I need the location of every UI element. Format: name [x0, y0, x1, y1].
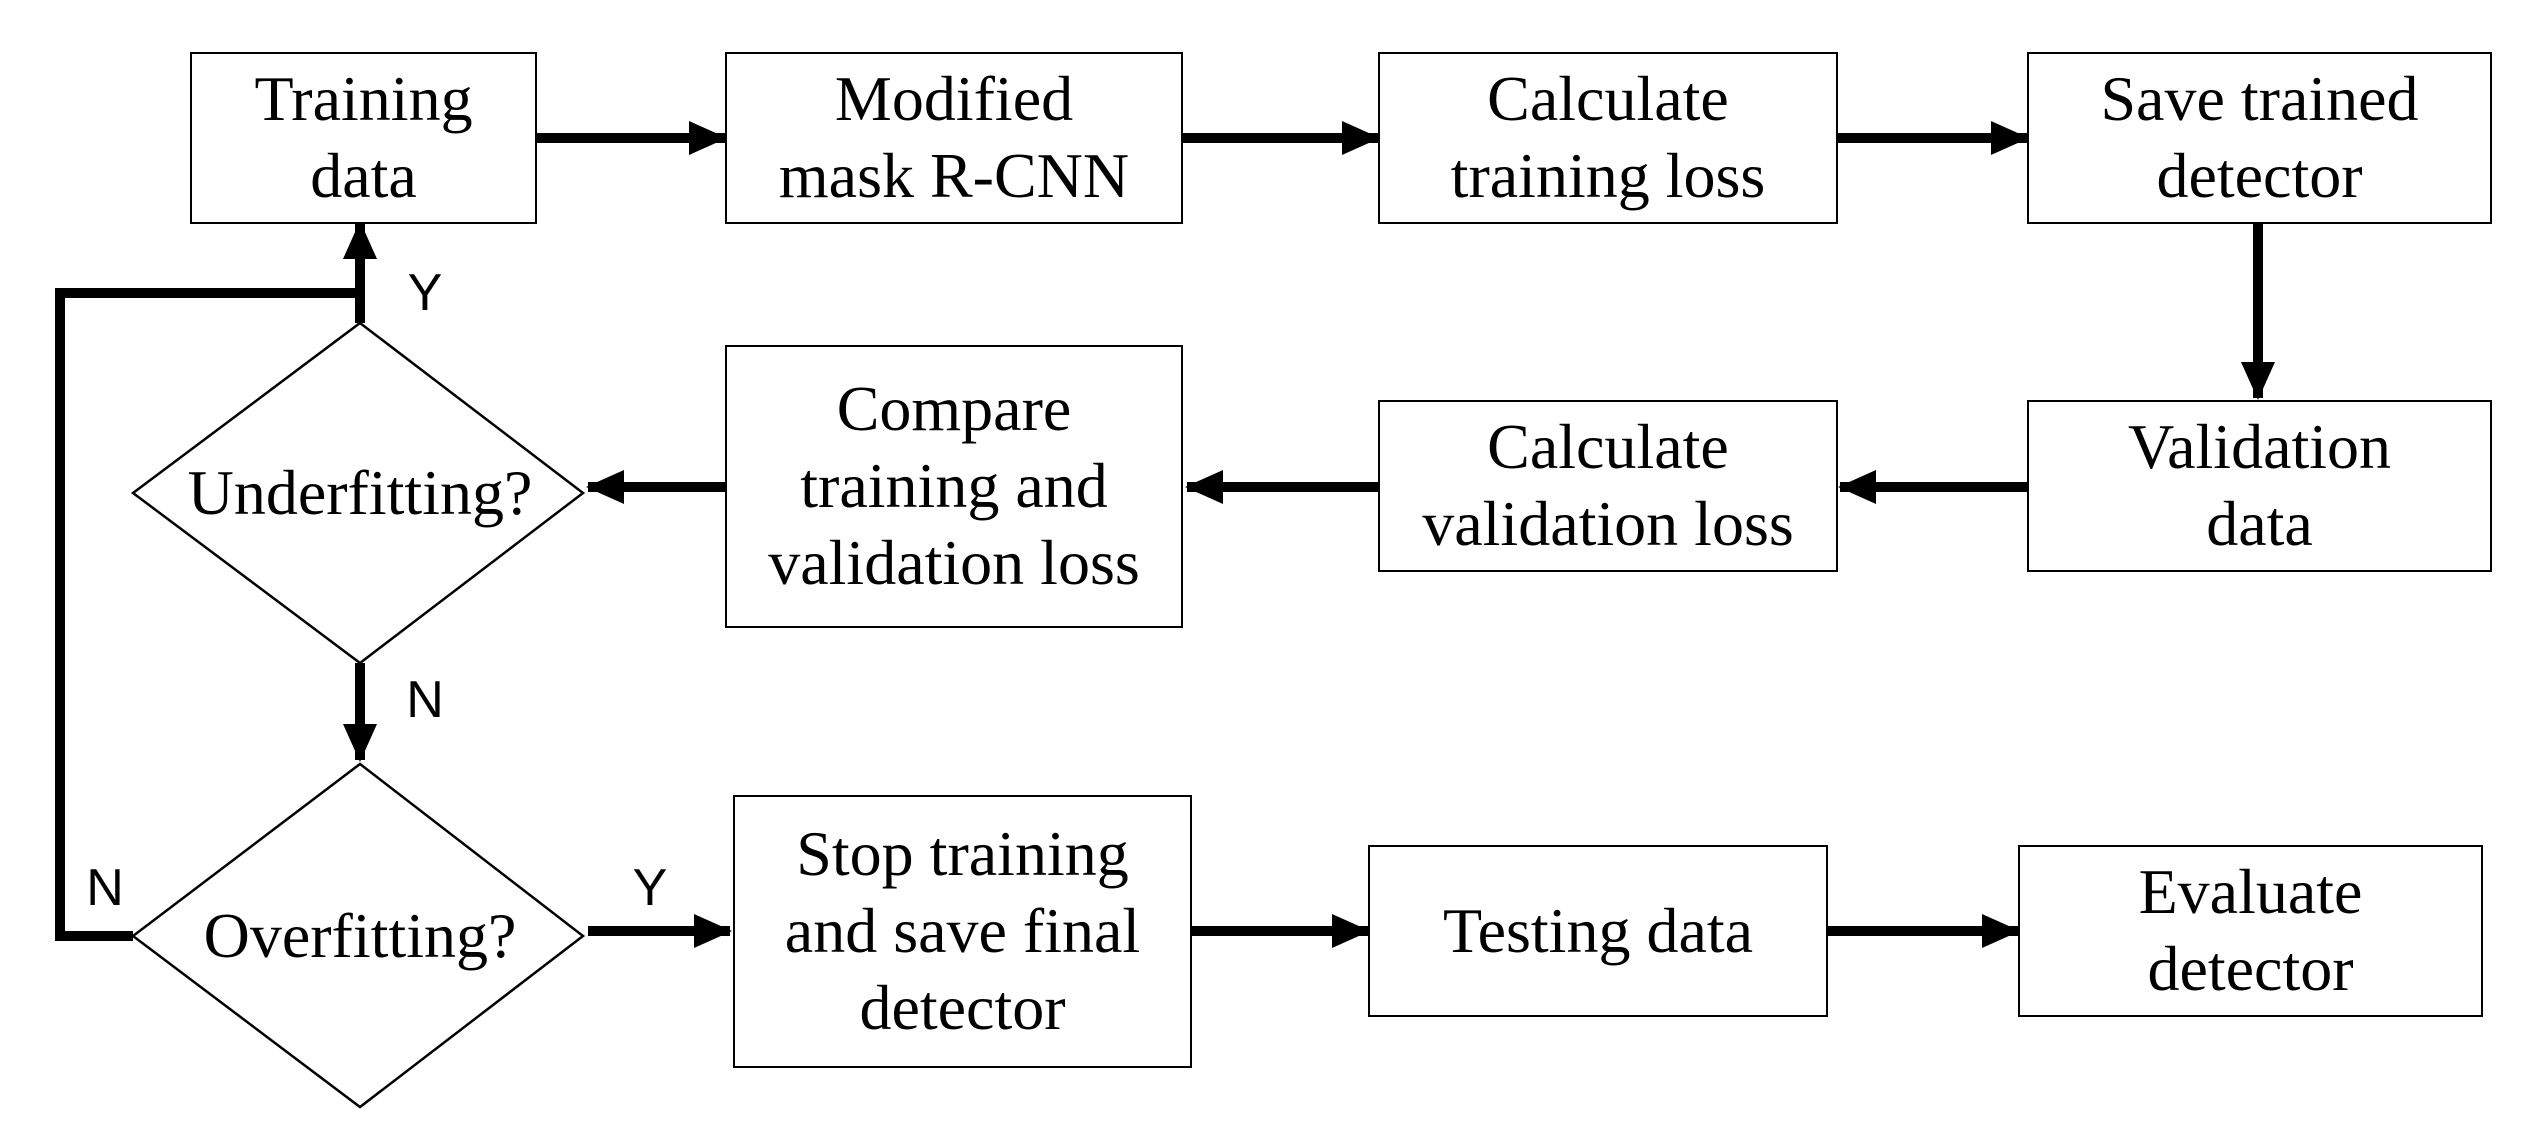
- validation-data-box: Validation data: [2027, 400, 2492, 572]
- calculate-training-loss-box: Calculate training loss: [1378, 52, 1838, 224]
- overfitting-diamond: [130, 762, 586, 1109]
- testing-data-label: Testing data: [1442, 894, 1754, 966]
- modified-mask-rcnn-box: Modified mask R-CNN: [725, 52, 1183, 224]
- calculate-validation-loss-label: Calculate validation loss: [1422, 411, 1794, 559]
- validation-data-label: Validation data: [2127, 411, 2392, 559]
- training-data-box: Training data: [190, 52, 537, 224]
- calculate-training-loss-label: Calculate training loss: [1450, 63, 1766, 211]
- compare-losses-box: Compare training and validation loss: [725, 345, 1183, 628]
- save-trained-detector-box: Save trained detector: [2027, 52, 2492, 224]
- underfit-no-label: N: [406, 671, 444, 729]
- stop-training-box: Stop training and save final detector: [733, 795, 1192, 1068]
- training-data-label: Training data: [254, 63, 473, 211]
- underfit-yes-label: Y: [407, 264, 443, 322]
- overfit-no-label: N: [86, 859, 124, 917]
- overfitting-label: Overfitting?: [203, 900, 517, 971]
- underfitting-label: Underfitting?: [187, 457, 533, 528]
- evaluate-detector-box: Evaluate detector: [2018, 845, 2483, 1017]
- evaluate-detector-label: Evaluate detector: [2138, 856, 2363, 1004]
- stop-training-label: Stop training and save final detector: [784, 818, 1141, 1043]
- calculate-validation-loss-box: Calculate validation loss: [1378, 400, 1838, 572]
- overfit-yes-label: Y: [632, 859, 668, 917]
- loop-overfit-no: [55, 288, 360, 941]
- modified-mask-rcnn-label: Modified mask R-CNN: [778, 63, 1130, 211]
- testing-data-box: Testing data: [1368, 845, 1828, 1017]
- save-trained-detector-label: Save trained detector: [2100, 63, 2419, 211]
- compare-losses-label: Compare training and validation loss: [768, 373, 1140, 598]
